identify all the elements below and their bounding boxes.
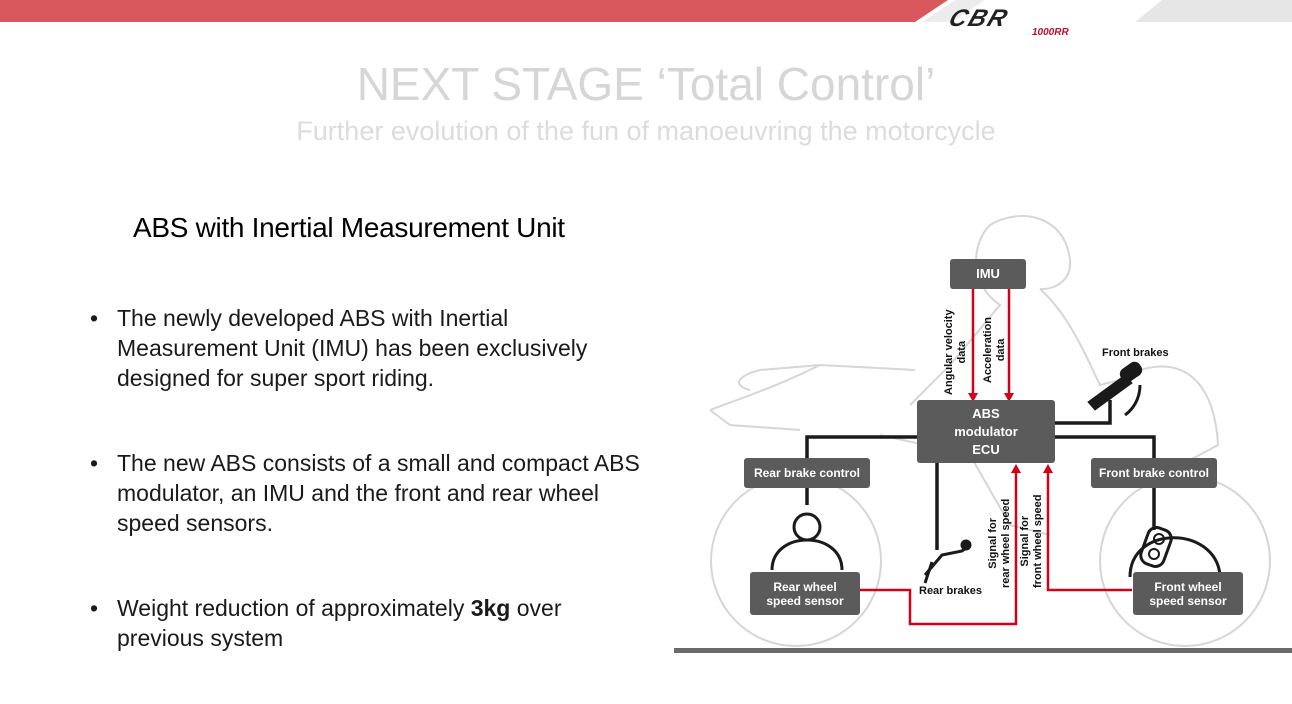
imu-label: IMU — [976, 266, 1000, 281]
rear-brakes-label: Rear brakes — [919, 585, 982, 597]
rider-helmet-outline — [989, 215, 1072, 291]
rider-arm-outline — [1039, 288, 1141, 387]
front-sensor-arc — [1128, 536, 1222, 578]
angular-label-line2: data — [956, 340, 968, 364]
acceleration-label: Acceleration data — [982, 317, 1008, 383]
accel-label-line1: Acceleration — [982, 316, 994, 383]
angular-label-line1: Angular velocity — [943, 309, 955, 395]
front-speed-signal-line — [1046, 470, 1132, 592]
header-stripe-grey-left — [922, 0, 985, 22]
front-brakes-wire — [1055, 400, 1112, 425]
logo-text: CBR — [950, 6, 1013, 32]
front-sensor-hole-bottom — [1148, 548, 1160, 560]
front-brake-control-label: Front brake control — [1098, 466, 1209, 480]
accel-label-line2: data — [995, 338, 1007, 362]
abs-label-line1: ABS — [972, 405, 1000, 421]
front-speed-signal-label: Signal for front wheel speed — [1019, 494, 1045, 588]
cbr-logo: CBR 1000RR — [945, 2, 1122, 38]
bullet-list: The newly developed ABS with Inertial Me… — [88, 303, 648, 653]
header-stripe — [0, 0, 1292, 22]
front-sensor-box: Front wheel speed sensor — [1133, 572, 1243, 615]
rear-sensor-label-line2: speed sensor — [766, 593, 844, 608]
bullet-text: Weight reduction of approximately — [117, 595, 471, 621]
rear-brake-control-box: Rear brake control — [744, 458, 870, 488]
imu-box: IMU — [950, 259, 1026, 289]
front-sensor-label-line1: Front wheel — [1154, 579, 1222, 594]
fairing-outline — [1139, 365, 1220, 461]
rear-brake-pedal-icon — [923, 539, 972, 584]
front-wheel-outline — [1099, 475, 1271, 647]
front-sensor-body — [1139, 526, 1173, 568]
arrow-acceleration — [1004, 393, 1014, 402]
arrow-angular — [968, 393, 978, 402]
abs-label-line3: ECU — [972, 441, 1000, 457]
rear-wheel-outline — [710, 475, 882, 647]
bullet-text: over previous system — [117, 595, 562, 651]
ground-line — [674, 648, 1292, 653]
rear-sensor-box: Rear wheel speed sensor — [750, 572, 860, 615]
rear-speed-signal-line — [860, 470, 1018, 626]
rear-sensor-label-line1: Rear wheel — [773, 579, 837, 594]
arrow-front-signal — [1043, 464, 1053, 473]
black-wiring — [805, 400, 1156, 550]
abs-label-line2: modulator — [954, 423, 1018, 439]
logo-subtext: 1000RR — [1032, 27, 1069, 38]
bullet-item: The new ABS consists of a small and comp… — [88, 448, 648, 538]
red-signal-lines — [860, 287, 1132, 626]
front-brake-wire — [1055, 435, 1156, 460]
header-stripe-grey-right — [1135, 0, 1292, 22]
arrow-rear-signal — [1011, 464, 1021, 473]
rear-sensor-ring — [792, 512, 822, 542]
arrowheads — [968, 393, 1053, 473]
front-brakes-label: Front brakes — [1102, 347, 1169, 359]
rear-sensor-arc — [770, 538, 844, 571]
rear-signal-label-line1: Signal for — [987, 518, 999, 569]
header-stripe-red — [0, 0, 948, 22]
bullet-item: The newly developed ABS with Inertial Me… — [88, 303, 648, 393]
abs-diagram: IMU ABS modulator ECU Rear brake control… — [670, 205, 1292, 660]
section-heading: ABS with Inertial Measurement Unit — [133, 212, 565, 243]
tail-lower-outline — [709, 409, 801, 431]
front-signal-label-line1: Signal for — [1019, 515, 1031, 567]
abs-ecu-box: ABS modulator ECU — [917, 400, 1055, 463]
front-brake-control-box: Front brake control — [1091, 458, 1217, 488]
angular-velocity-label: Angular velocity data — [943, 309, 969, 395]
rear-brake-wire — [805, 435, 917, 460]
tail-outline — [709, 363, 916, 411]
front-sensor-label-line2: speed sensor — [1149, 593, 1227, 608]
bullet-item: Weight reduction of approximately 3kg ov… — [88, 593, 648, 653]
front-sensor-symbol — [1128, 526, 1222, 578]
seat-outline — [738, 364, 821, 391]
front-brake-lever-icon — [1087, 361, 1143, 417]
rear-brake-control-label: Rear brake control — [753, 466, 861, 480]
slide-subtitle: Further evolution of the fun of manoeuvr… — [296, 116, 996, 146]
weight-value: 3kg — [470, 595, 511, 621]
slide-title: NEXT STAGE ‘Total Control’ — [356, 58, 936, 110]
rear-speed-signal-label: Signal for rear wheel speed — [987, 499, 1013, 588]
rear-signal-label-line2: rear wheel speed — [1000, 498, 1012, 588]
rear-sensor-symbol — [770, 512, 844, 571]
front-signal-label-line2: front wheel speed — [1032, 494, 1044, 588]
